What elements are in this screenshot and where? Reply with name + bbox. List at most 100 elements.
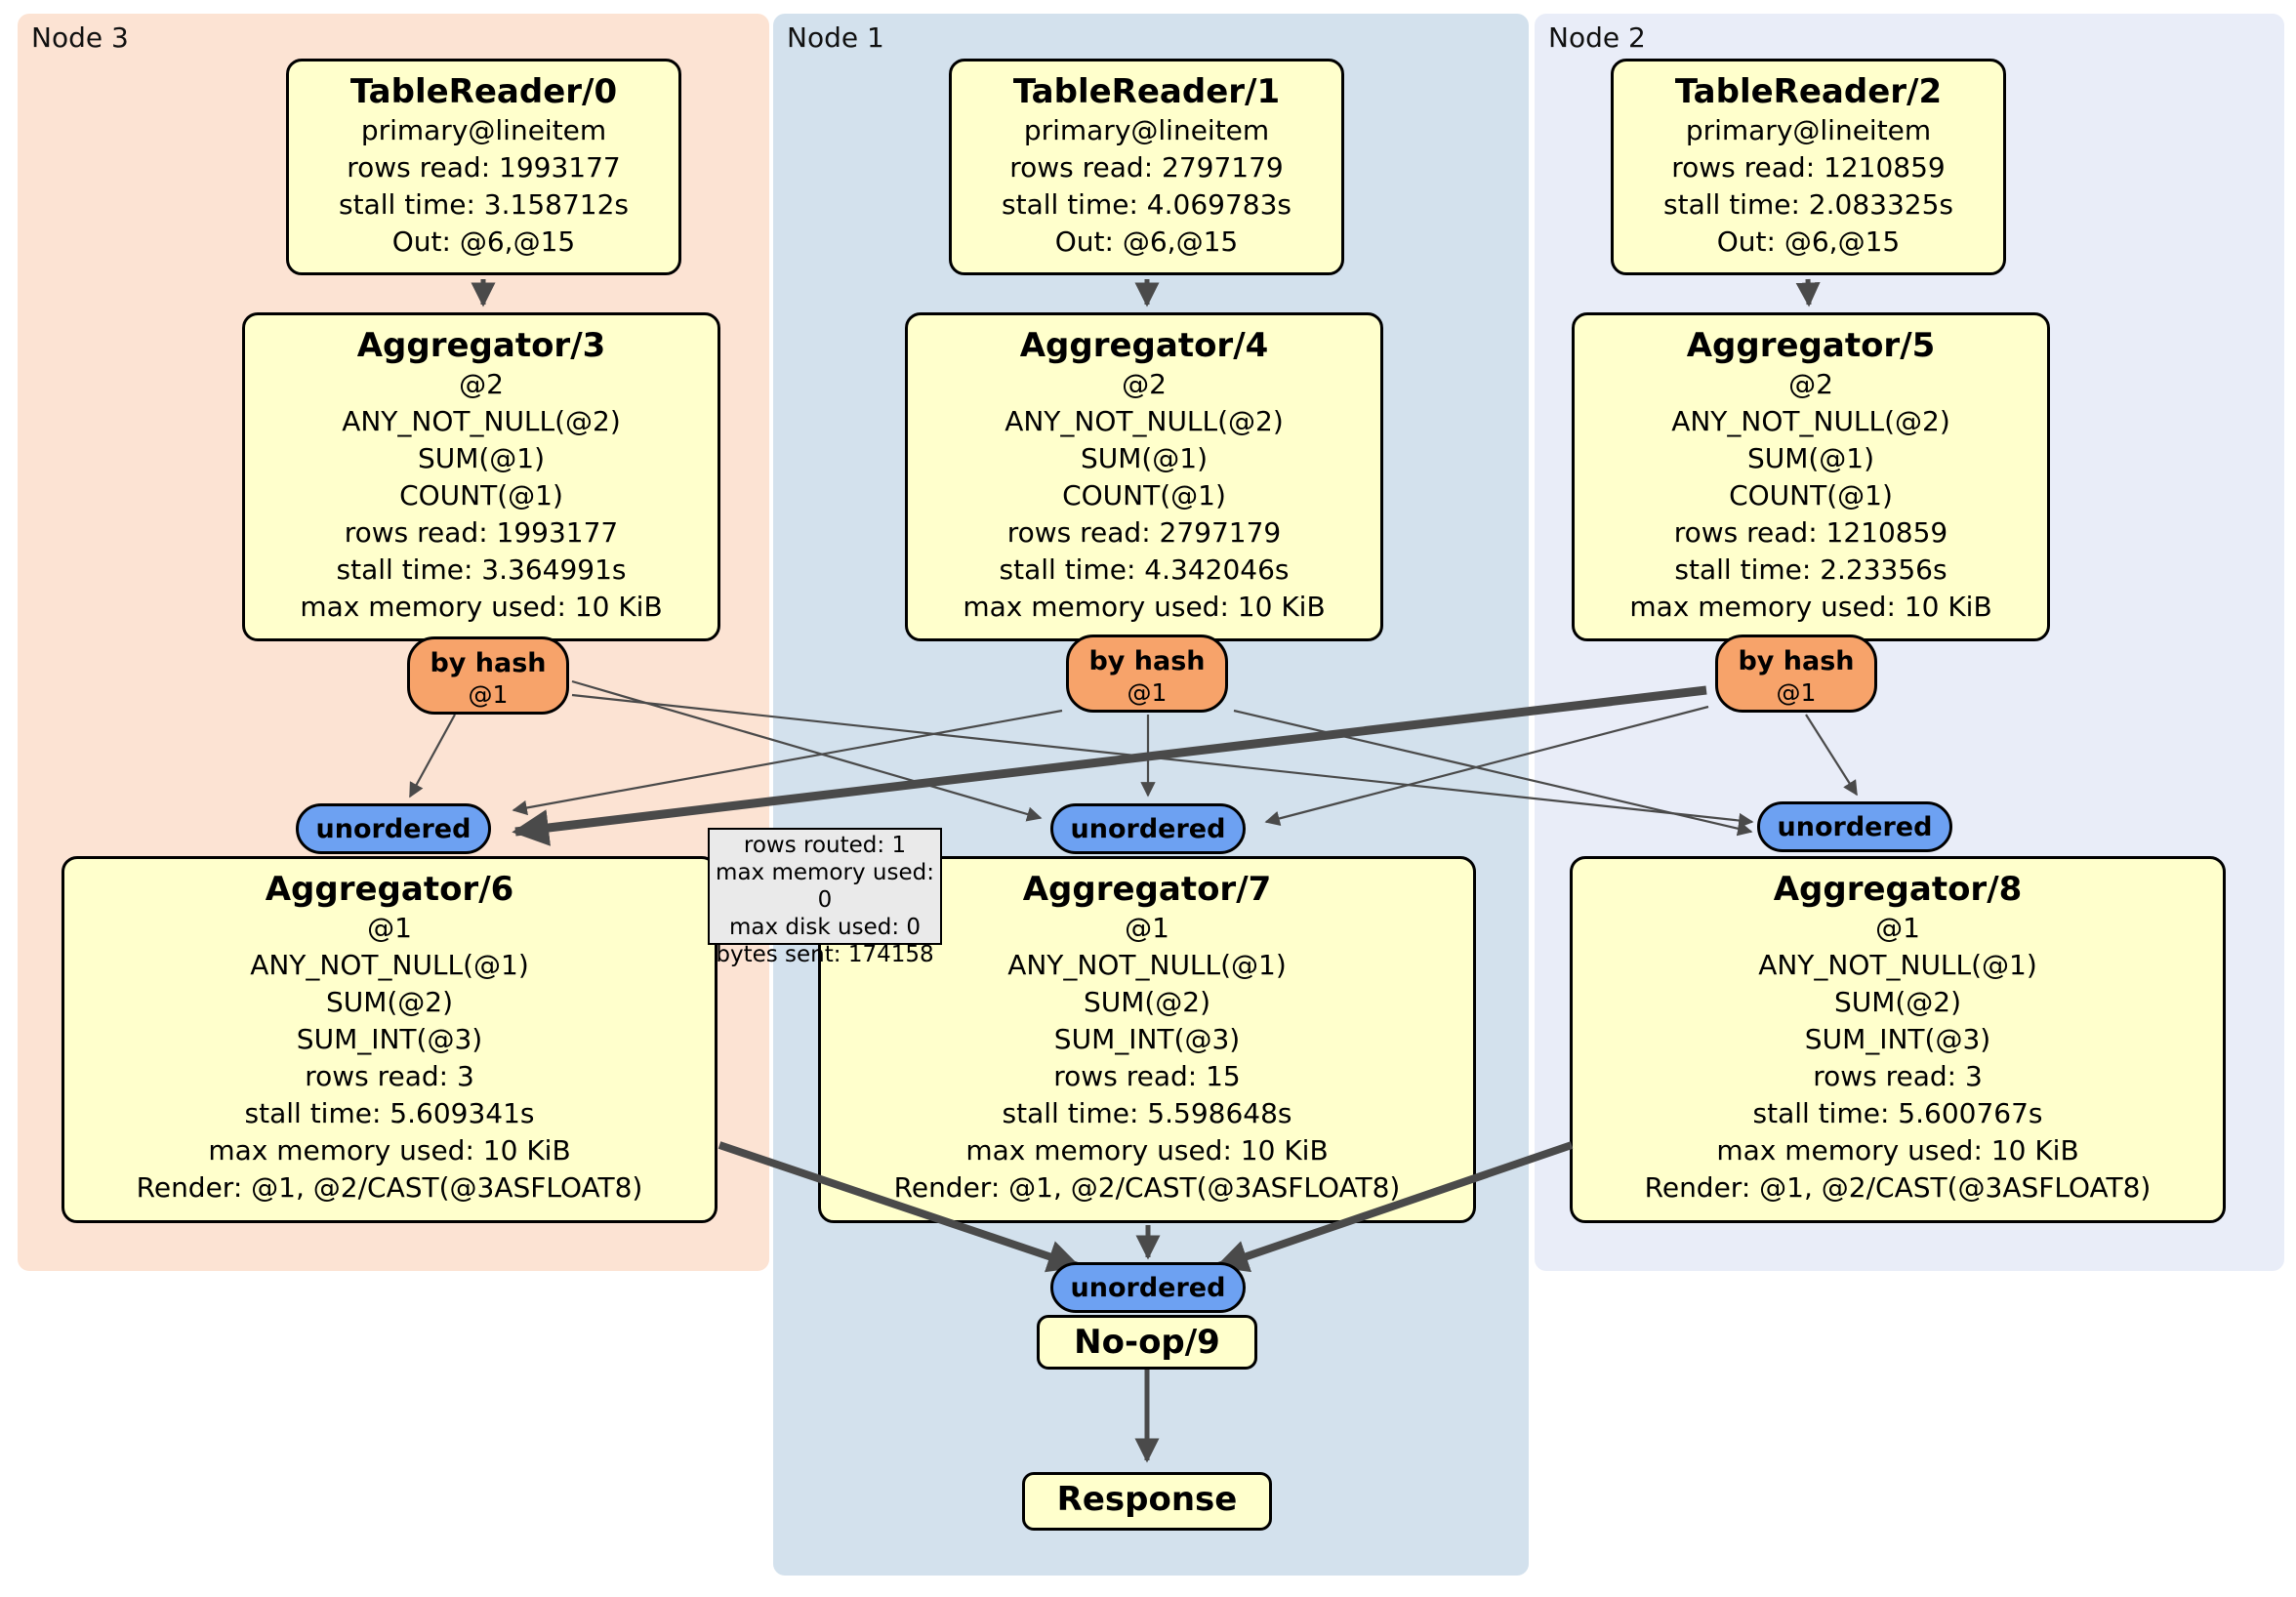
aggregator-6-title: Aggregator/6 xyxy=(265,870,514,909)
text-line: rows read: 1993177 xyxy=(344,516,619,549)
response-box: Response xyxy=(1022,1472,1272,1531)
text-line: ANY_NOT_NULL(@2) xyxy=(1004,405,1284,437)
byhash-router-node2: by hash @1 xyxy=(1715,635,1877,713)
text-line: max memory used: 10 KiB xyxy=(300,591,663,623)
unordered-sync-node3: unordered xyxy=(296,803,491,854)
table-reader-2-title: TableReader/2 xyxy=(1674,72,1943,111)
text-line: rows read: 1210859 xyxy=(1671,151,1946,184)
node2-label: Node 2 xyxy=(1548,21,1646,54)
text-line: SUM_INT(@3) xyxy=(1804,1023,1991,1055)
text-line: @1 xyxy=(367,912,412,944)
unordered-sync-node2-label: unordered xyxy=(1777,812,1933,842)
unordered-sync-node3-label: unordered xyxy=(315,814,472,844)
unordered-sync-node2: unordered xyxy=(1757,801,1952,852)
text-line: stall time: 2.083325s xyxy=(1663,188,1953,221)
text-line: max memory used: 0 xyxy=(716,860,934,913)
table-reader-1-title: TableReader/1 xyxy=(1012,72,1281,111)
text-line: SUM(@2) xyxy=(325,986,454,1018)
text-line: rows read: 3 xyxy=(1813,1060,1983,1092)
aggregator-3-title: Aggregator/3 xyxy=(356,326,606,365)
text-line: bytes sent: 174158 xyxy=(716,942,934,967)
text-line: @1 xyxy=(1875,912,1920,944)
text-line: primary@lineitem xyxy=(1023,114,1270,146)
edge-tablereader2-aggregator5[interactable] xyxy=(1795,278,1821,307)
noop-9-box: No-op/9 xyxy=(1037,1315,1257,1370)
text-line: rows read: 1993177 xyxy=(347,151,621,184)
byhash-router-node2-column: @1 xyxy=(1776,678,1817,707)
text-line: SUM(@1) xyxy=(1080,442,1209,474)
edge-byhash2-unordered2[interactable] xyxy=(1805,714,1858,797)
text-line: ANY_NOT_NULL(@1) xyxy=(250,949,529,981)
table-reader-1-box: TableReader/1 primary@lineitem rows read:… xyxy=(949,59,1344,275)
text-line: ANY_NOT_NULL(@2) xyxy=(1671,405,1950,437)
text-line: max memory used: 10 KiB xyxy=(1629,591,1992,623)
edge-byhash2-unordered1[interactable] xyxy=(1264,705,1709,826)
text-line: stall time: 5.609341s xyxy=(244,1097,535,1129)
aggregator-4-title: Aggregator/4 xyxy=(1019,326,1269,365)
text-line: COUNT(@1) xyxy=(1062,479,1226,512)
text-line: max memory used: 10 KiB xyxy=(963,591,1326,623)
text-line: rows routed: 1 xyxy=(743,833,907,858)
noop-9-title: No-op/9 xyxy=(1074,1323,1220,1362)
edge-byhash1-unordered3[interactable] xyxy=(512,709,1063,816)
text-line: rows read: 2797179 xyxy=(1009,151,1284,184)
byhash-router-node3-column: @1 xyxy=(468,680,509,709)
text-line: Out: @6,@15 xyxy=(391,225,576,258)
text-line: ANY_NOT_NULL(@1) xyxy=(1007,949,1287,981)
response-title: Response xyxy=(1056,1480,1238,1519)
text-line: SUM(@2) xyxy=(1833,986,1962,1018)
text-line: rows read: 15 xyxy=(1053,1060,1241,1092)
text-line: ANY_NOT_NULL(@2) xyxy=(342,405,621,437)
byhash-router-node1: by hash @1 xyxy=(1066,635,1228,713)
text-line: stall time: 5.598648s xyxy=(1002,1097,1292,1129)
text-line: SUM(@1) xyxy=(417,442,546,474)
text-line: stall time: 5.600767s xyxy=(1752,1097,2043,1129)
text-line: stall time: 4.342046s xyxy=(999,553,1290,586)
text-line: primary@lineitem xyxy=(360,114,607,146)
text-line: stall time: 2.23356s xyxy=(1674,553,1948,586)
byhash-router-node3: by hash @1 xyxy=(407,636,569,715)
text-line: max memory used: 10 KiB xyxy=(965,1134,1329,1167)
text-line: stall time: 4.069783s xyxy=(1002,188,1292,221)
text-line: stall time: 3.364991s xyxy=(336,553,627,586)
edge-aggregator8-final-unordered[interactable] xyxy=(1214,1141,1574,1273)
text-line: COUNT(@1) xyxy=(399,479,563,512)
text-line: rows read: 3 xyxy=(305,1060,474,1092)
text-line: Render: @1, @2/CAST(@3ASFLOAT8) xyxy=(1644,1171,2152,1204)
text-line: primary@lineitem xyxy=(1685,114,1932,146)
text-line: max memory used: 10 KiB xyxy=(208,1134,571,1167)
text-line: max disk used: 0 xyxy=(728,915,922,940)
aggregator-7-title: Aggregator/7 xyxy=(1022,870,1272,909)
text-line: Out: @6,@15 xyxy=(1716,225,1901,258)
edge-byhash2-unordered3-highlighted[interactable] xyxy=(512,685,1707,846)
text-line: rows read: 1210859 xyxy=(1673,516,1948,549)
text-line: Render: @1, @2/CAST(@3ASFLOAT8) xyxy=(893,1171,1401,1204)
aggregator-5-title: Aggregator/5 xyxy=(1686,326,1936,365)
text-line: @2 xyxy=(1122,368,1167,400)
edge-aggregator6-final-unordered[interactable] xyxy=(718,1141,1082,1273)
byhash-router-node2-label: by hash xyxy=(1738,646,1855,676)
edge-byhash1-unordered2[interactable] xyxy=(1233,709,1753,837)
text-line: SUM(@2) xyxy=(1083,986,1211,1018)
text-line: @1 xyxy=(1125,912,1169,944)
text-line: SUM_INT(@3) xyxy=(296,1023,483,1055)
byhash-router-node1-label: by hash xyxy=(1088,646,1206,676)
unordered-sync-final: unordered xyxy=(1050,1262,1246,1313)
text-line: max memory used: 10 KiB xyxy=(1716,1134,2079,1167)
text-line: Render: @1, @2/CAST(@3ASFLOAT8) xyxy=(136,1171,643,1204)
text-line: COUNT(@1) xyxy=(1729,479,1893,512)
edge-byhash3-unordered3[interactable] xyxy=(409,714,456,798)
node3-label: Node 3 xyxy=(31,21,129,54)
